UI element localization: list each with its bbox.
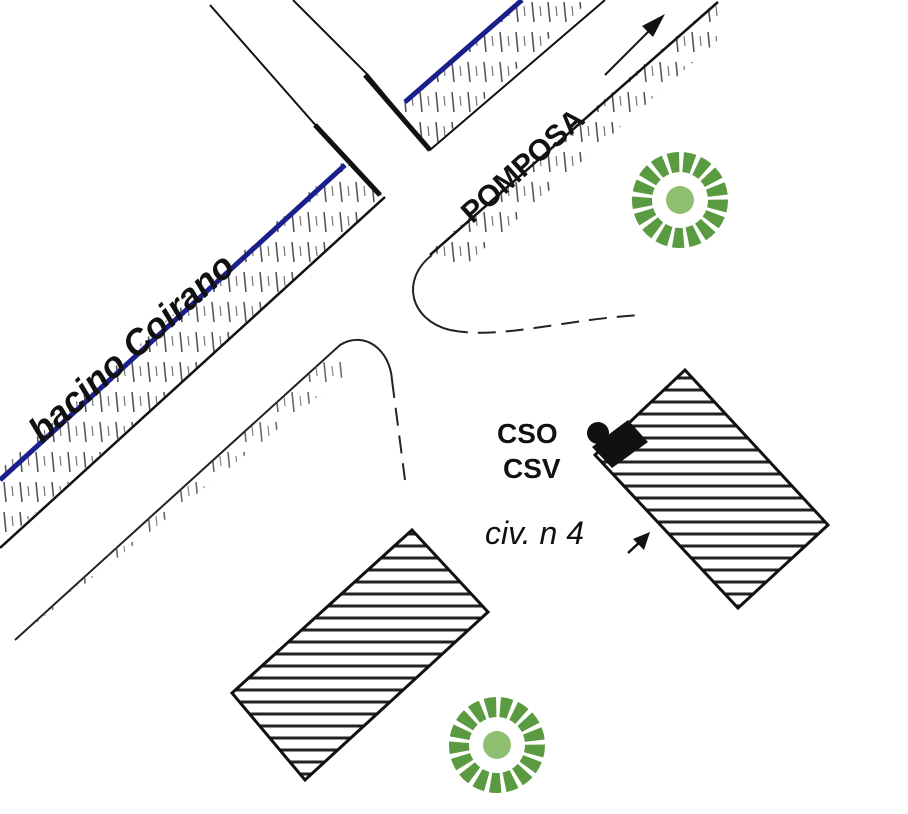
road-pomposa — [292, 0, 719, 270]
direction-arrow — [604, 24, 656, 76]
building — [229, 527, 491, 783]
road-bacino-coirano — [0, 4, 386, 549]
csv-label: CSV — [503, 453, 561, 484]
water-channel-line — [0, 163, 347, 482]
water-channel-line — [403, 0, 524, 104]
cso-label: CSO — [497, 418, 558, 449]
curb-lines — [14, 254, 641, 641]
cso-csv-marker — [587, 420, 648, 468]
tree-icon — [632, 152, 728, 248]
building-civ-4 — [592, 367, 831, 611]
tree-icon — [449, 697, 545, 793]
house-number-label: civ. n 4 — [485, 515, 584, 551]
